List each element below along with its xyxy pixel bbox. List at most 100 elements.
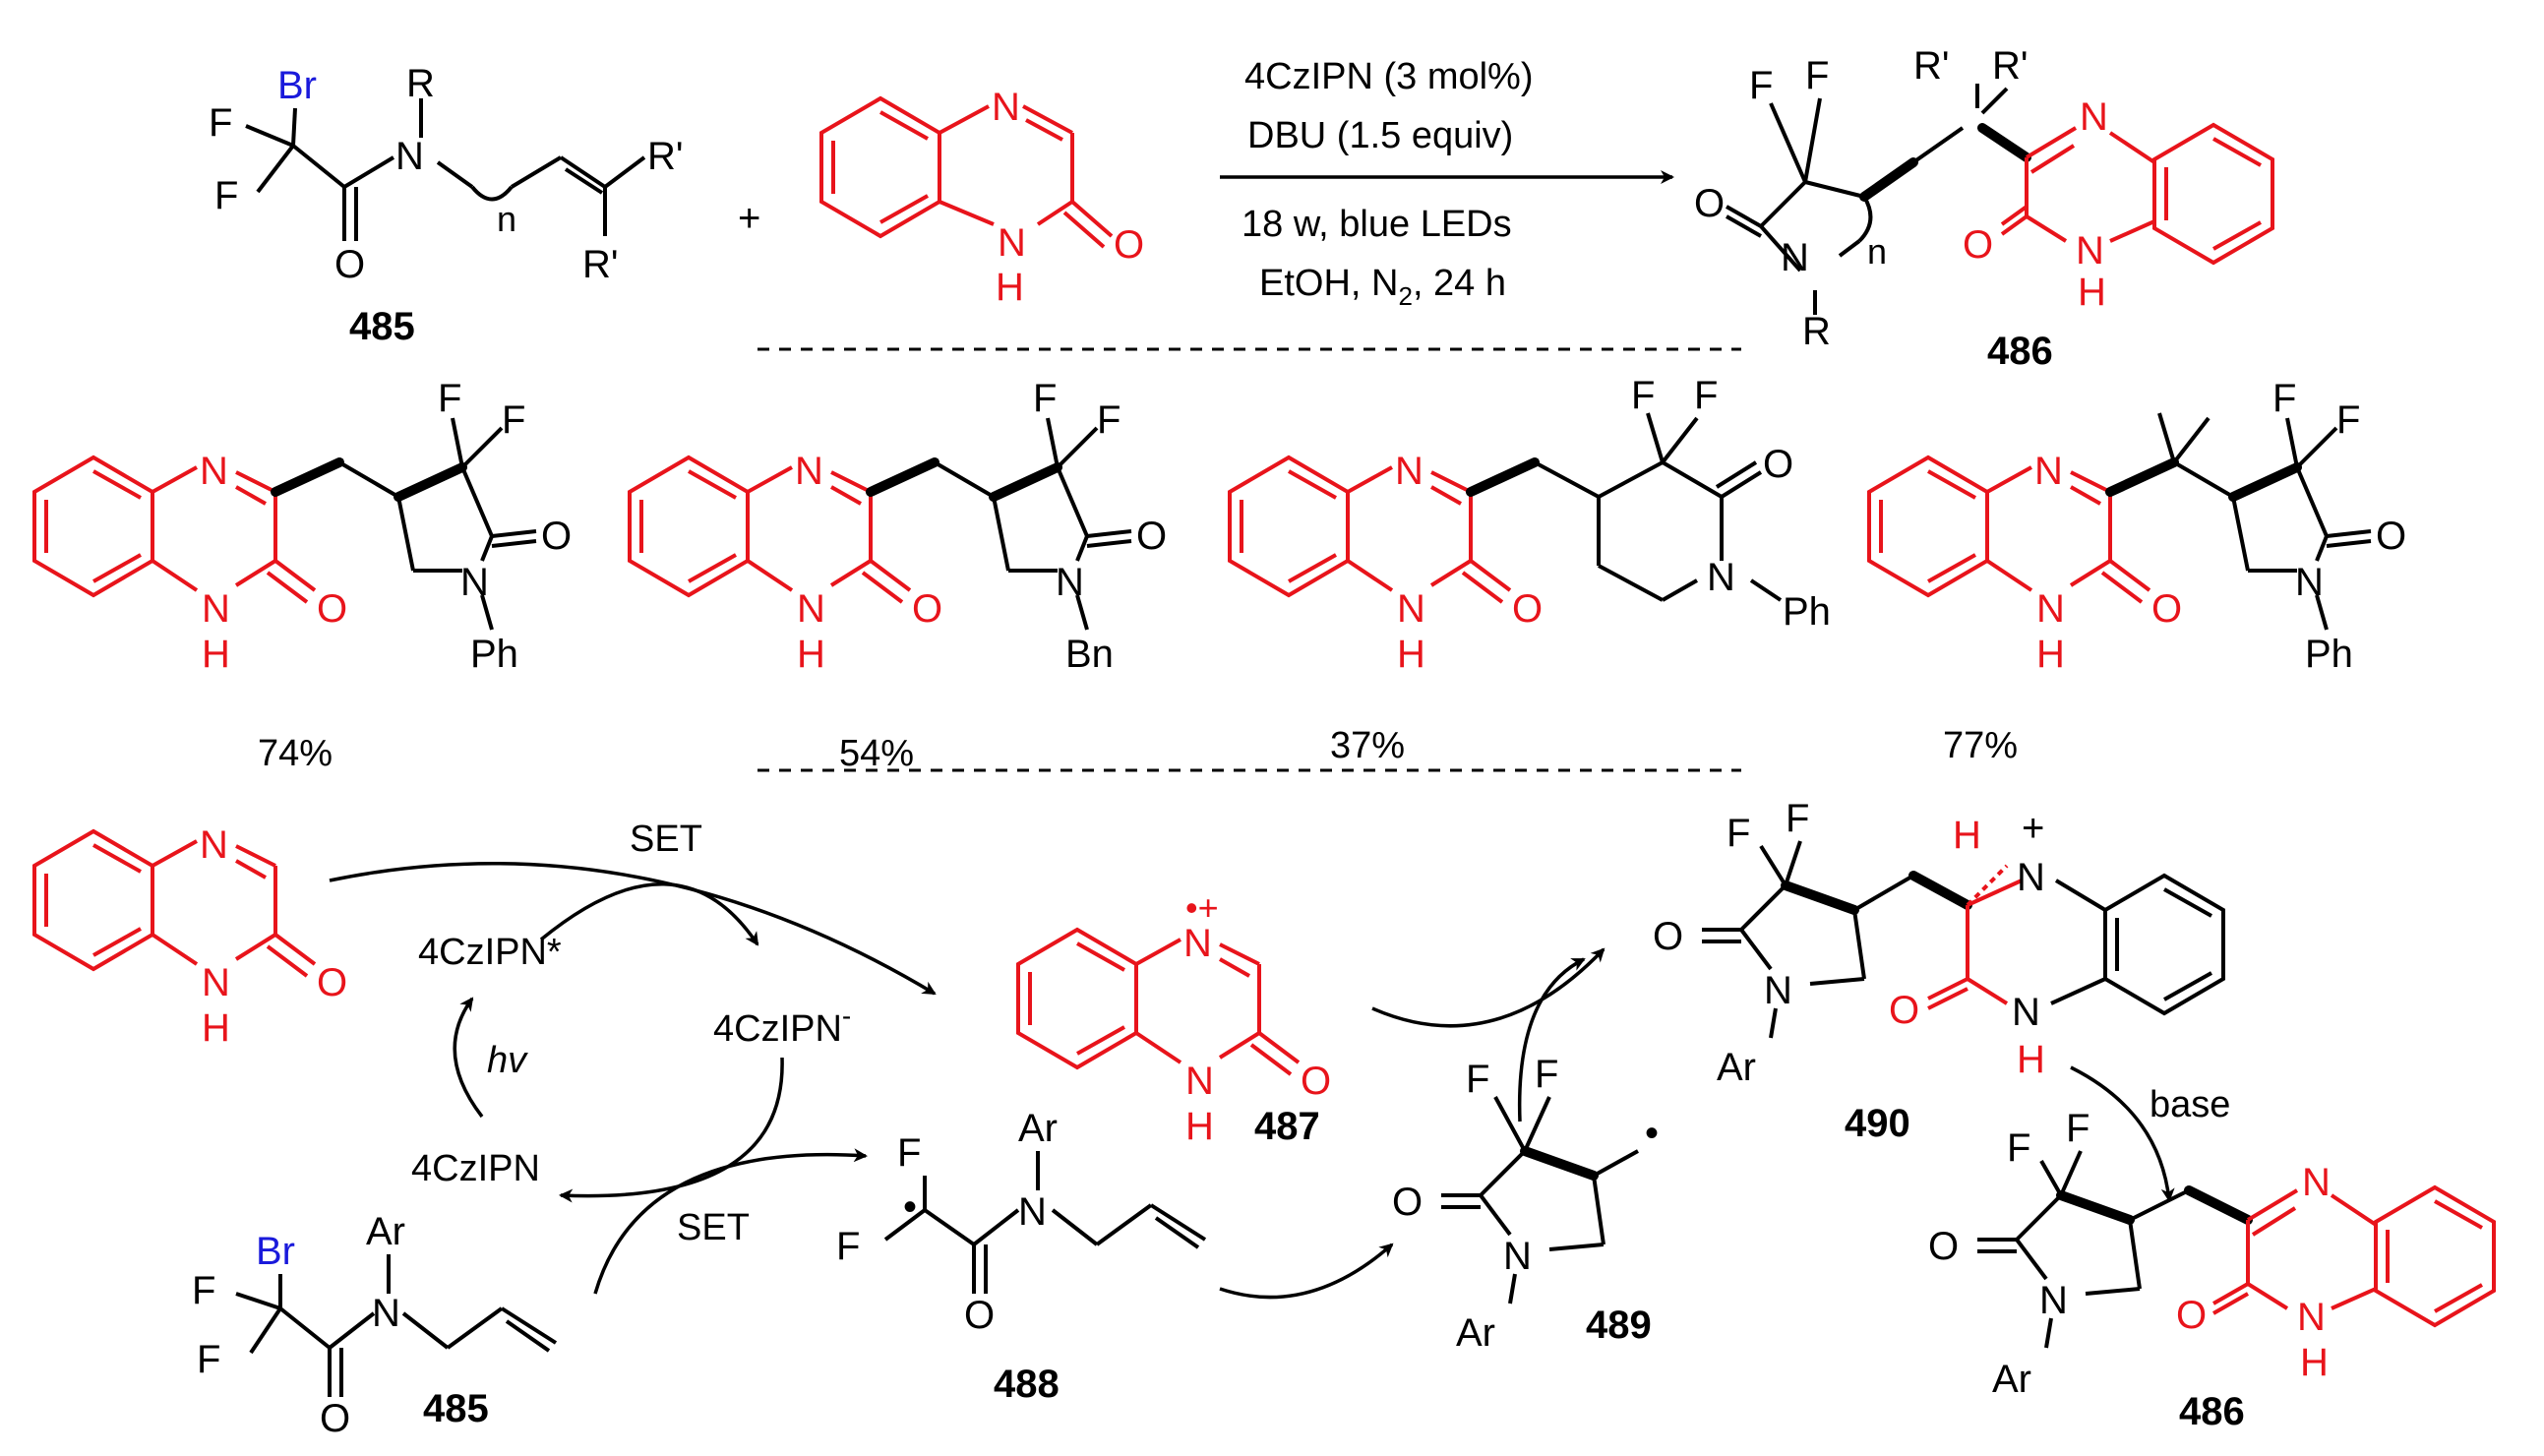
- compound-label-490: 490: [1845, 1102, 1910, 1145]
- scope-product-2: N N H O F F O N Bn 54%: [628, 377, 1167, 774]
- compound-label-488: 488: [994, 1363, 1060, 1406]
- atom-n: N: [395, 135, 424, 178]
- atom-n: N: [2017, 856, 2045, 899]
- atom-f: F: [2066, 1107, 2090, 1150]
- atom-f: F: [192, 1269, 215, 1312]
- atom-n: N: [797, 587, 825, 631]
- atom-f: F: [214, 174, 238, 217]
- group-ph: Ph: [470, 633, 518, 676]
- condition-solvent: EtOH, N2, 24 h: [1259, 263, 1506, 311]
- atom-h: H: [1185, 1105, 1214, 1148]
- compound-label-487: 487: [1254, 1105, 1320, 1148]
- group-ar: Ar: [1018, 1107, 1058, 1150]
- atom-n: N: [1397, 587, 1425, 631]
- atom-n: N: [1018, 1190, 1047, 1234]
- atom-h: H: [2017, 1038, 2045, 1081]
- group-bn: Bn: [1065, 633, 1114, 676]
- atom-o: O: [1694, 182, 1725, 225]
- atom-n: N: [1707, 556, 1735, 599]
- atom-o: O: [964, 1294, 995, 1337]
- atom-n: N: [1764, 969, 1792, 1012]
- atom-h: H: [1953, 814, 1981, 857]
- atom-o: O: [1512, 587, 1543, 631]
- group-ar: Ar: [1717, 1046, 1756, 1089]
- atom-f: F: [502, 398, 525, 442]
- atom-o: O: [2176, 1294, 2207, 1337]
- compound-label-485: 485: [349, 305, 415, 348]
- atom-rprime: R': [582, 243, 619, 286]
- atom-h: H: [797, 633, 825, 676]
- atom-rprime: R': [1992, 44, 2029, 88]
- yield-3: 37%: [1330, 725, 1405, 766]
- atom-n: N: [1183, 922, 1212, 965]
- atom-n: N: [2039, 1279, 2068, 1322]
- atom-o: O: [320, 1397, 350, 1440]
- atom-f: F: [1097, 398, 1121, 442]
- atom-o: O: [2151, 587, 2182, 631]
- group-ar: Ar: [366, 1210, 405, 1253]
- substrate-485-top: Br F F O N R n R' R' 485: [209, 62, 684, 348]
- compound-label-489: 489: [1586, 1304, 1652, 1347]
- deprotonation-arrow: [2070, 1065, 2175, 1202]
- index-n: n: [497, 199, 516, 239]
- atom-o: O: [2376, 515, 2406, 558]
- scope-product-1: N N H O F F O N Ph 74%: [32, 377, 572, 774]
- atom-f: F: [1694, 374, 1718, 417]
- group-ar: Ar: [1992, 1358, 2031, 1401]
- atom-n: N: [1056, 561, 1084, 604]
- atom-f: F: [438, 377, 461, 420]
- condition-catalyst: 4CzIPN (3 mol%): [1244, 56, 1534, 97]
- atom-h: H: [1397, 633, 1425, 676]
- atom-f: F: [209, 101, 232, 145]
- radical-489: F F • O N Ar 489: [1392, 1053, 1659, 1355]
- atom-o: O: [1392, 1181, 1423, 1224]
- atom-n: N: [372, 1292, 400, 1335]
- addition-arrow: [1371, 947, 1605, 1028]
- atom-f: F: [836, 1225, 860, 1268]
- atom-f: F: [897, 1131, 921, 1175]
- set-label: SET: [677, 1207, 750, 1248]
- atom-n: N: [2034, 450, 2063, 493]
- atom-n: N: [2297, 1296, 2326, 1339]
- pc-ground: 4CzIPN: [411, 1148, 540, 1189]
- yield-4: 77%: [1943, 725, 2018, 766]
- scope-product-4: N N H O F F O N Ph 77%: [1867, 377, 2406, 766]
- cyclization-arrow: [1219, 1243, 1394, 1300]
- atom-n: N: [1781, 236, 1809, 279]
- group-ph: Ph: [1783, 590, 1831, 634]
- atom-f: F: [1726, 812, 1750, 855]
- radical-cation-mark: •+: [1185, 887, 1219, 928]
- yield-1: 74%: [258, 733, 333, 774]
- atom-f: F: [1805, 54, 1829, 97]
- intermediate-490: F F O N Ar H N + O N H 490: [1653, 797, 2225, 1145]
- atom-br: Br: [256, 1230, 295, 1273]
- atom-n: N: [795, 450, 823, 493]
- compound-label-485: 485: [423, 1387, 489, 1430]
- atom-n: N: [200, 823, 228, 867]
- atom-n: N: [202, 961, 230, 1004]
- atom-o: O: [1301, 1060, 1331, 1103]
- base-label: base: [2150, 1084, 2230, 1125]
- atom-n: N: [1185, 1060, 1214, 1103]
- atom-o: O: [1928, 1225, 1959, 1268]
- atom-n: N: [2012, 991, 2040, 1034]
- scope-product-3: N N H O F F O N Ph 37%: [1228, 374, 1831, 766]
- pc-reduced: 4CzIPN-: [713, 1001, 851, 1050]
- atom-h: H: [996, 266, 1024, 309]
- atom-h: H: [202, 633, 230, 676]
- atom-o: O: [1763, 443, 1793, 486]
- atom-f: F: [1535, 1053, 1558, 1096]
- atom-h: H: [2036, 633, 2065, 676]
- atom-n: N: [2295, 561, 2324, 604]
- set-label: SET: [630, 819, 702, 860]
- atom-r: R: [1802, 310, 1831, 353]
- group-ar: Ar: [1456, 1311, 1495, 1355]
- atom-n: N: [1395, 450, 1423, 493]
- quinoxalinone-mechanism: N N H O: [32, 823, 347, 1050]
- radical-488: F F • O N Ar 488: [836, 1107, 1207, 1406]
- atom-h: H: [202, 1006, 230, 1050]
- pc-excited: 4CzIPN*: [418, 932, 562, 973]
- atom-f: F: [1631, 374, 1655, 417]
- radical-dot: •: [1645, 1112, 1659, 1155]
